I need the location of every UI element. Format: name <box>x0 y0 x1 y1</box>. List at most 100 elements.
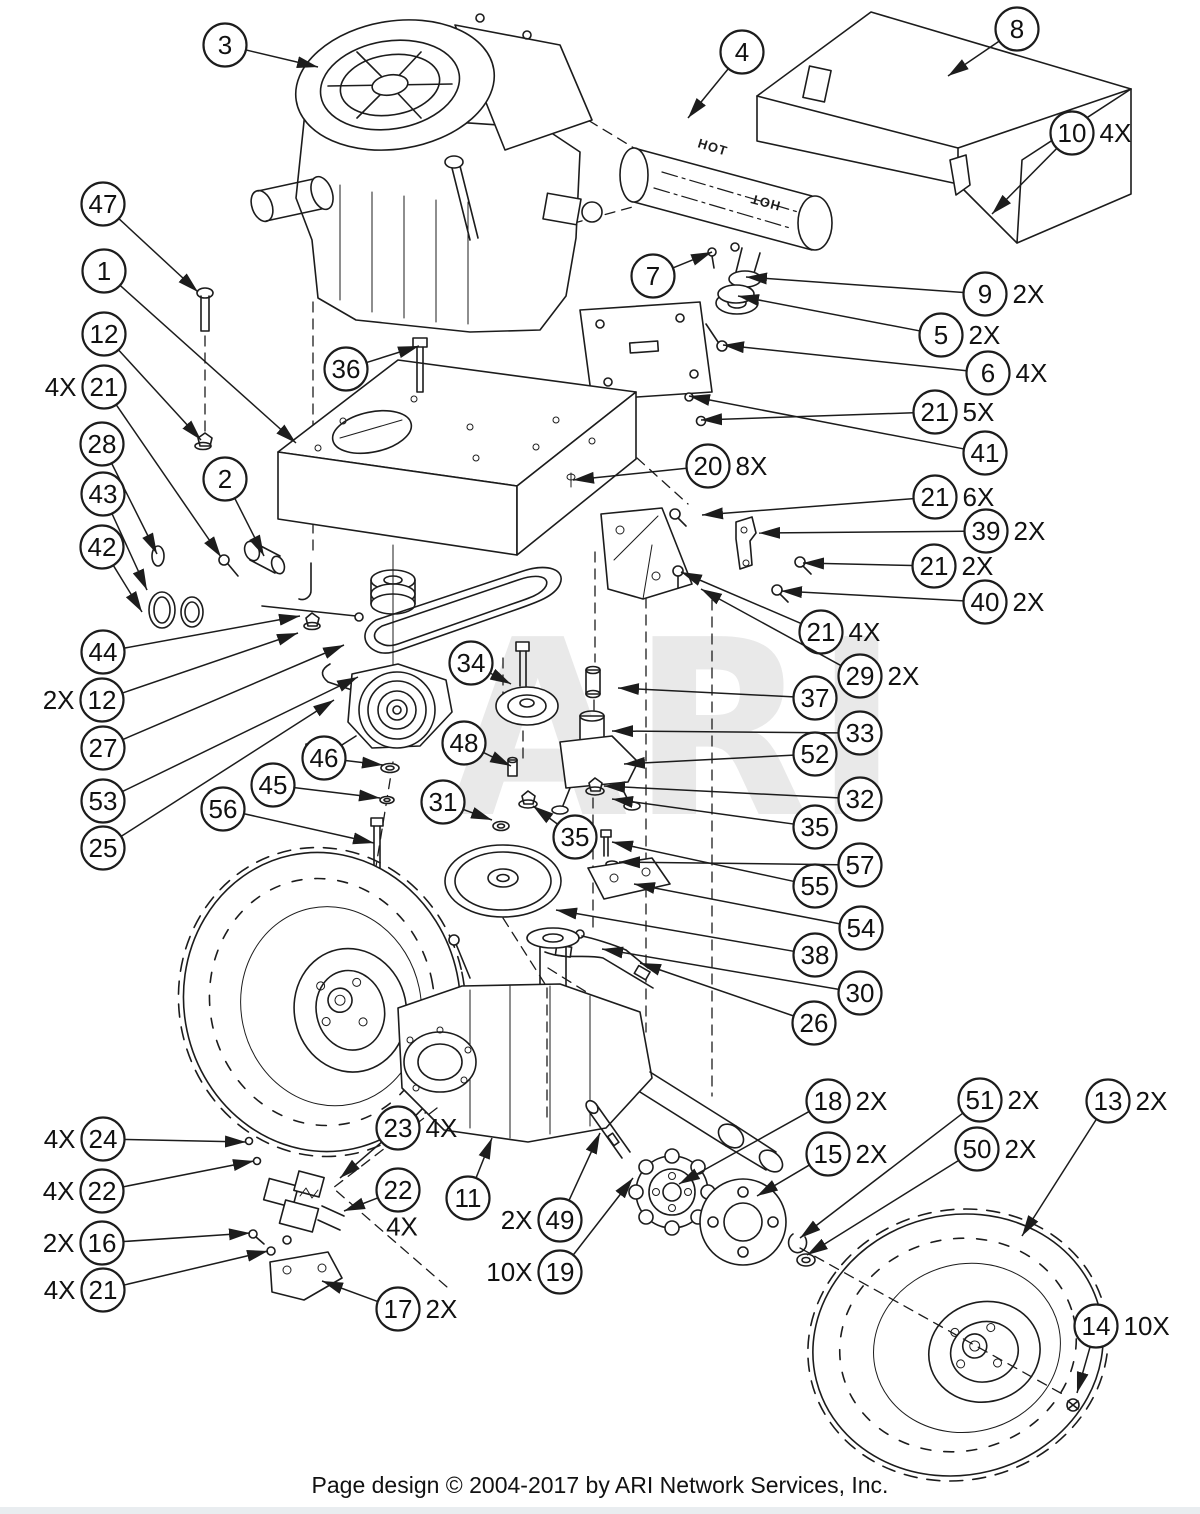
balloon-circle[interactable] <box>375 1167 421 1213</box>
callout-32[interactable]: 32 <box>603 776 883 822</box>
balloon-circle[interactable] <box>792 804 838 850</box>
balloon-circle[interactable] <box>837 842 883 888</box>
balloon-circle[interactable] <box>441 720 487 766</box>
balloon-circle[interactable] <box>81 311 127 357</box>
balloon-circle[interactable] <box>837 653 883 699</box>
balloon-circle[interactable] <box>719 29 765 75</box>
balloon-circle[interactable] <box>630 253 676 299</box>
callout-53[interactable]: 53 <box>80 676 359 824</box>
callout-45[interactable]: 45 <box>250 762 381 808</box>
callout-48[interactable]: 48 <box>441 720 512 767</box>
balloon-circle[interactable] <box>963 508 1009 554</box>
balloon-circle[interactable] <box>792 863 838 909</box>
callout-56[interactable]: 56 <box>200 786 375 845</box>
callout-2[interactable]: 2 <box>202 456 265 557</box>
balloon-circle[interactable] <box>79 677 125 723</box>
callout-38[interactable]: 38 <box>555 907 838 978</box>
balloon-circle[interactable] <box>1085 1078 1131 1124</box>
balloon-circle[interactable] <box>994 6 1040 52</box>
balloon-circle[interactable] <box>962 579 1008 625</box>
callout-35[interactable]: 35 <box>532 805 598 860</box>
callout-26[interactable]: 26 <box>639 962 837 1046</box>
balloon-circle[interactable] <box>537 1249 583 1295</box>
callout-55[interactable]: 55 <box>611 840 838 909</box>
callout-54[interactable]: 54 <box>633 882 884 951</box>
callout-4[interactable]: 4 <box>687 29 765 119</box>
balloon-circle[interactable] <box>552 814 598 860</box>
balloon-circle[interactable] <box>792 932 838 978</box>
balloon-circle[interactable] <box>1073 1303 1119 1349</box>
balloon-circle[interactable] <box>79 421 125 467</box>
callout-36[interactable]: 36 <box>323 345 420 392</box>
balloon-circle[interactable] <box>80 1267 126 1313</box>
balloon-circle[interactable] <box>80 629 126 675</box>
balloon-circle[interactable] <box>80 825 126 871</box>
balloon-circle[interactable] <box>80 778 126 824</box>
balloon-circle[interactable] <box>685 443 731 489</box>
balloon-circle[interactable] <box>301 735 347 781</box>
callout-3[interactable]: 3 <box>202 22 319 69</box>
balloon-circle[interactable] <box>448 640 494 686</box>
balloon-circle[interactable] <box>798 609 844 655</box>
balloon-circle[interactable] <box>537 1197 583 1243</box>
callout-30[interactable]: 30 <box>601 946 883 1016</box>
balloon-circle[interactable] <box>791 1000 837 1046</box>
callout-57[interactable]: 57 <box>618 842 883 888</box>
callout-46[interactable]: 46 <box>301 735 384 781</box>
balloon-circle[interactable] <box>954 1126 1000 1172</box>
balloon-circle[interactable] <box>202 456 248 502</box>
balloon-circle[interactable] <box>80 1116 126 1162</box>
callout-28[interactable]: 28 <box>79 421 158 555</box>
balloon-circle[interactable] <box>962 430 1008 476</box>
callout-43[interactable]: 43 <box>80 471 148 591</box>
balloon-circle[interactable] <box>80 181 126 227</box>
callout-1[interactable]: 1 <box>81 248 297 444</box>
callout-44[interactable]: 44 <box>80 613 301 675</box>
callout-31[interactable]: 31 <box>420 779 493 825</box>
balloon-circle[interactable] <box>912 389 958 435</box>
balloon-circle[interactable] <box>792 731 838 777</box>
balloon-circle[interactable] <box>200 786 246 832</box>
balloon-circle[interactable] <box>445 1175 491 1221</box>
balloon-circle[interactable] <box>79 1220 125 1266</box>
balloon-circle[interactable] <box>805 1078 851 1124</box>
balloon-circle[interactable] <box>375 1286 421 1332</box>
balloon-circle[interactable] <box>957 1077 1003 1123</box>
callout-33[interactable]: 33 <box>611 710 883 756</box>
balloon-circle[interactable] <box>323 346 369 392</box>
balloon-circle[interactable] <box>80 725 126 771</box>
callout-42[interactable]: 42 <box>79 524 143 613</box>
balloon-circle[interactable] <box>81 364 127 410</box>
callout-27[interactable]: 27 <box>80 644 345 771</box>
balloon-circle[interactable] <box>81 248 127 294</box>
callout-47[interactable]: 47 <box>80 181 199 293</box>
balloon-circle[interactable] <box>202 22 248 68</box>
balloon-circle[interactable] <box>912 474 958 520</box>
callout-41[interactable]: 41 <box>688 394 1008 476</box>
callout-25[interactable]: 25 <box>80 699 335 871</box>
balloon-circle[interactable] <box>965 350 1011 396</box>
balloon-circle[interactable] <box>375 1105 421 1151</box>
callout-7[interactable]: 7 <box>630 251 713 299</box>
